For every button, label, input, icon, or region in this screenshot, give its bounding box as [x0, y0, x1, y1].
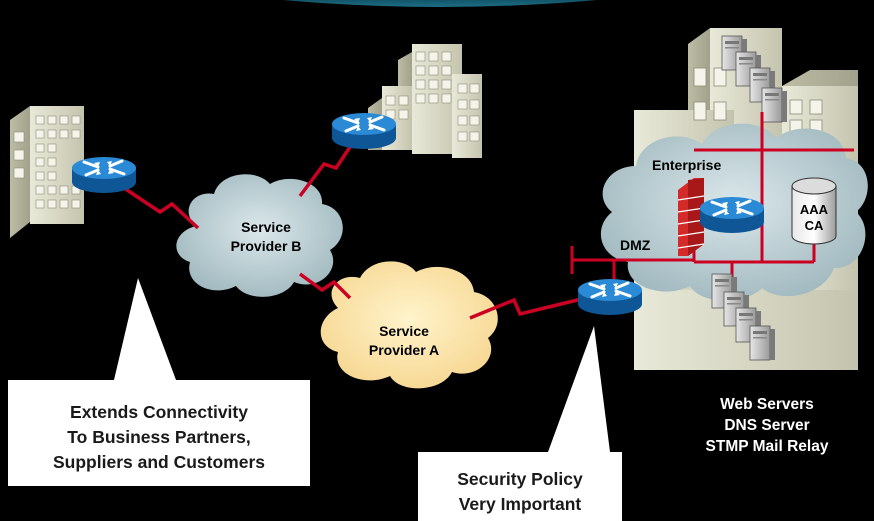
service-provider-b-label: Service Provider B — [230, 219, 302, 254]
business-partner-router-icon — [330, 111, 398, 151]
service-provider-a-label: Service Provider A — [368, 323, 440, 358]
connectivity-callout-box — [8, 278, 310, 486]
business-partner-building — [368, 44, 482, 158]
service-provider-b-cloud — [176, 174, 343, 297]
supplier-router-icon — [70, 155, 138, 195]
aaa-ca-database-icon — [791, 177, 837, 245]
enterprise-label: Enterprise — [652, 157, 722, 173]
wan-links — [111, 137, 595, 320]
business-partner-label: Business Partner — [398, 165, 462, 200]
supplier-label: Supplier — [96, 141, 153, 157]
aaa-ca-label: AAA CA — [799, 202, 829, 233]
connectivity-callout-text: Extends Connectivity To Business Partner… — [53, 402, 265, 472]
dmz-label: DMZ — [620, 237, 651, 253]
dmz-router-icon — [576, 277, 644, 317]
firewall-icon — [677, 178, 705, 256]
enterprise-router-icon — [698, 195, 766, 235]
service-provider-a-cloud — [320, 261, 498, 389]
top-banner — [283, 0, 597, 7]
servers-label: Web Servers DNS Server STMP Mail Relay — [705, 396, 829, 455]
security-callout-text: Security Policy Very Important — [457, 469, 583, 514]
security-callout-box — [418, 326, 622, 521]
